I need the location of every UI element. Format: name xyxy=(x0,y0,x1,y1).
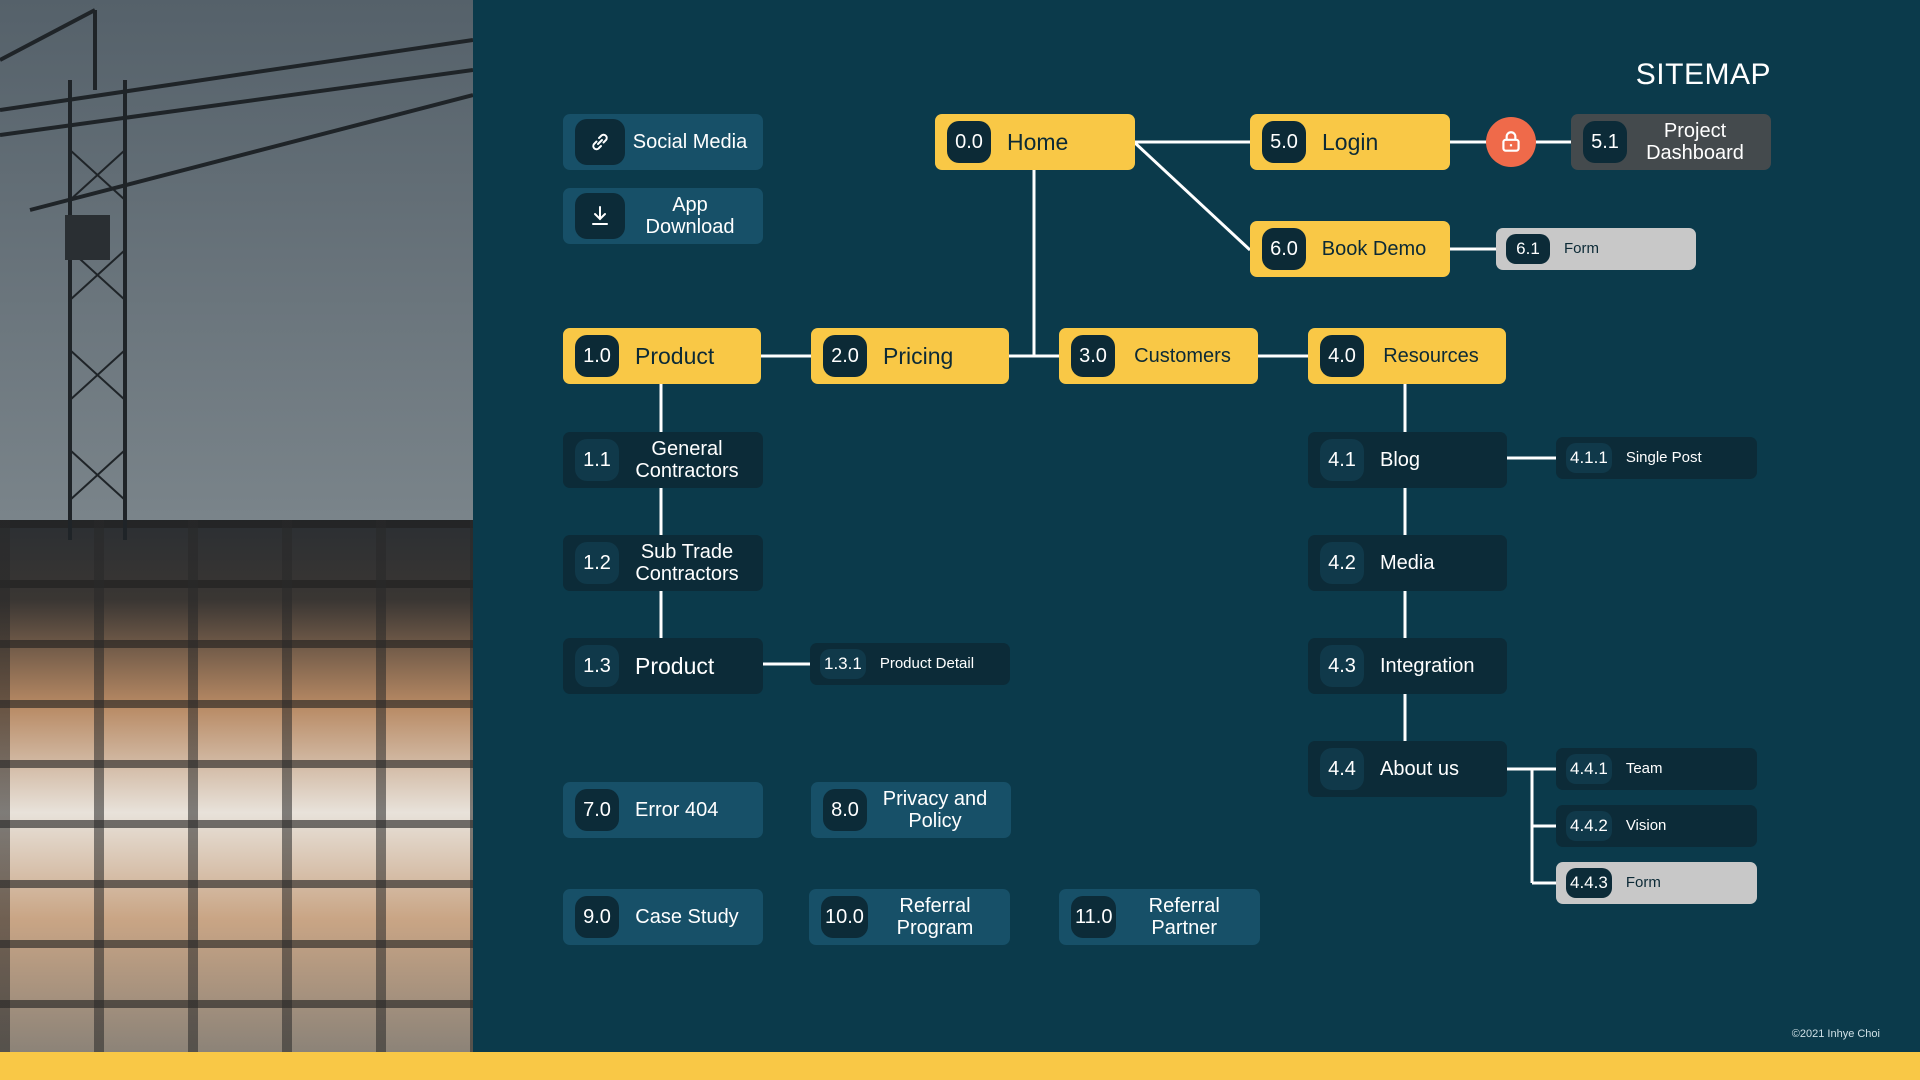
general-contractors-number: 1.1 xyxy=(575,439,619,481)
sub-trade-contractors-number: 1.2 xyxy=(575,542,619,584)
app-download-node[interactable]: App Download xyxy=(563,188,763,244)
case-study-label: Case Study xyxy=(635,906,739,928)
blog-node[interactable]: 4.1 Blog xyxy=(1308,432,1507,488)
team-label: Team xyxy=(1625,760,1663,777)
integration-number: 4.3 xyxy=(1320,645,1364,687)
resources-number: 4.0 xyxy=(1320,335,1364,377)
referral-partner-number: 11.0 xyxy=(1071,896,1117,938)
error-404-label: Error 404 xyxy=(635,799,719,821)
form-6-1-label: Form xyxy=(1564,240,1599,257)
product-detail-label: Product Detail xyxy=(879,655,975,672)
blog-number: 4.1 xyxy=(1320,439,1364,481)
general-contractors-node[interactable]: 1.1 General Contractors xyxy=(563,432,763,488)
product-label: Product xyxy=(635,343,715,369)
about-us-node[interactable]: 4.4 About us xyxy=(1308,741,1507,797)
product-1-3-number: 1.3 xyxy=(575,645,619,687)
home-node[interactable]: 0.0 Home xyxy=(935,114,1135,170)
about-us-label: About us xyxy=(1380,758,1459,780)
customers-number: 3.0 xyxy=(1071,335,1115,377)
customers-label: Customers xyxy=(1134,345,1231,367)
project-dashboard-label: Project Dashboard xyxy=(1646,120,1744,164)
sub-trade-contractors-node[interactable]: 1.2 Sub Trade Contractors xyxy=(563,535,763,591)
product-detail-node[interactable]: 1.3.1 Product Detail xyxy=(810,643,1010,685)
single-post-number: 4.1.1 xyxy=(1566,443,1612,473)
privacy-policy-label: Privacy and Policy xyxy=(882,788,988,832)
referral-partner-node[interactable]: 11.0 Referral Partner xyxy=(1059,889,1260,945)
privacy-policy-number: 8.0 xyxy=(823,789,867,831)
photo-building xyxy=(0,520,473,1052)
product-1-3-node[interactable]: 1.3 Product xyxy=(563,638,763,694)
product-node[interactable]: 1.0 Product xyxy=(563,328,761,384)
pricing-label: Pricing xyxy=(883,343,954,369)
form-6-1-node[interactable]: 6.1 Form xyxy=(1496,228,1696,270)
privacy-policy-node[interactable]: 8.0 Privacy and Policy xyxy=(811,782,1011,838)
pricing-number: 2.0 xyxy=(823,335,867,377)
media-number: 4.2 xyxy=(1320,542,1364,584)
social-media-label: Social Media xyxy=(632,131,748,153)
social-media-node[interactable]: Social Media xyxy=(563,114,763,170)
referral-program-number: 10.0 xyxy=(821,896,868,938)
single-post-label: Single Post xyxy=(1625,449,1702,466)
book-demo-number: 6.0 xyxy=(1262,228,1306,270)
form-6-1-number: 6.1 xyxy=(1506,234,1550,264)
home-number: 0.0 xyxy=(947,121,991,163)
form-4-4-3-number: 4.4.3 xyxy=(1566,868,1612,898)
referral-partner-label: Referral Partner xyxy=(1148,895,1220,939)
resources-label: Resources xyxy=(1383,345,1479,367)
error-404-node[interactable]: 7.0 Error 404 xyxy=(563,782,763,838)
crane-icon xyxy=(0,8,473,540)
integration-node[interactable]: 4.3 Integration xyxy=(1308,638,1507,694)
login-node[interactable]: 5.0 Login xyxy=(1250,114,1450,170)
about-us-number: 4.4 xyxy=(1320,748,1364,790)
single-post-node[interactable]: 4.1.1 Single Post xyxy=(1556,437,1757,479)
copyright-text: ©2021 Inhye Choi xyxy=(1791,1028,1880,1040)
book-demo-node[interactable]: 6.0 Book Demo xyxy=(1250,221,1450,277)
product-detail-number: 1.3.1 xyxy=(820,649,866,679)
customers-node[interactable]: 3.0 Customers xyxy=(1059,328,1258,384)
blog-label: Blog xyxy=(1380,449,1421,471)
form-4-4-3-label: Form xyxy=(1625,874,1661,891)
resources-node[interactable]: 4.0 Resources xyxy=(1308,328,1506,384)
product-1-3-label: Product xyxy=(635,653,715,679)
link-home-bookdemo xyxy=(1132,140,1252,252)
app-download-label: App Download xyxy=(645,194,735,238)
download-icon xyxy=(575,193,625,239)
login-label: Login xyxy=(1322,129,1379,155)
vision-node[interactable]: 4.4.2 Vision xyxy=(1556,805,1757,847)
team-number: 4.4.1 xyxy=(1566,754,1612,784)
error-404-number: 7.0 xyxy=(575,789,619,831)
lock-icon xyxy=(1486,117,1536,167)
team-node[interactable]: 4.4.1 Team xyxy=(1556,748,1757,790)
sub-trade-contractors-label: Sub Trade Contractors xyxy=(635,541,739,585)
integration-label: Integration xyxy=(1380,655,1475,677)
book-demo-label: Book Demo xyxy=(1321,238,1427,260)
general-contractors-label: General Contractors xyxy=(635,438,739,482)
login-number: 5.0 xyxy=(1262,121,1306,163)
form-4-4-3-node[interactable]: 4.4.3 Form xyxy=(1556,862,1757,904)
product-number: 1.0 xyxy=(575,335,619,377)
case-study-number: 9.0 xyxy=(575,896,619,938)
home-label: Home xyxy=(1007,129,1069,155)
project-dashboard-node[interactable]: 5.1 Project Dashboard xyxy=(1571,114,1771,170)
referral-program-label: Referral Program xyxy=(896,895,974,939)
construction-photo xyxy=(0,0,473,1052)
page-title: SITEMAP xyxy=(1635,58,1771,91)
vision-number: 4.4.2 xyxy=(1566,811,1612,841)
link-icon xyxy=(575,119,625,165)
pricing-node[interactable]: 2.0 Pricing xyxy=(811,328,1009,384)
referral-program-node[interactable]: 10.0 Referral Program xyxy=(809,889,1010,945)
media-node[interactable]: 4.2 Media xyxy=(1308,535,1507,591)
case-study-node[interactable]: 9.0 Case Study xyxy=(563,889,763,945)
vision-label: Vision xyxy=(1625,817,1667,834)
project-dashboard-number: 5.1 xyxy=(1583,121,1627,163)
footer-bar xyxy=(0,1052,1920,1080)
media-label: Media xyxy=(1380,552,1435,574)
